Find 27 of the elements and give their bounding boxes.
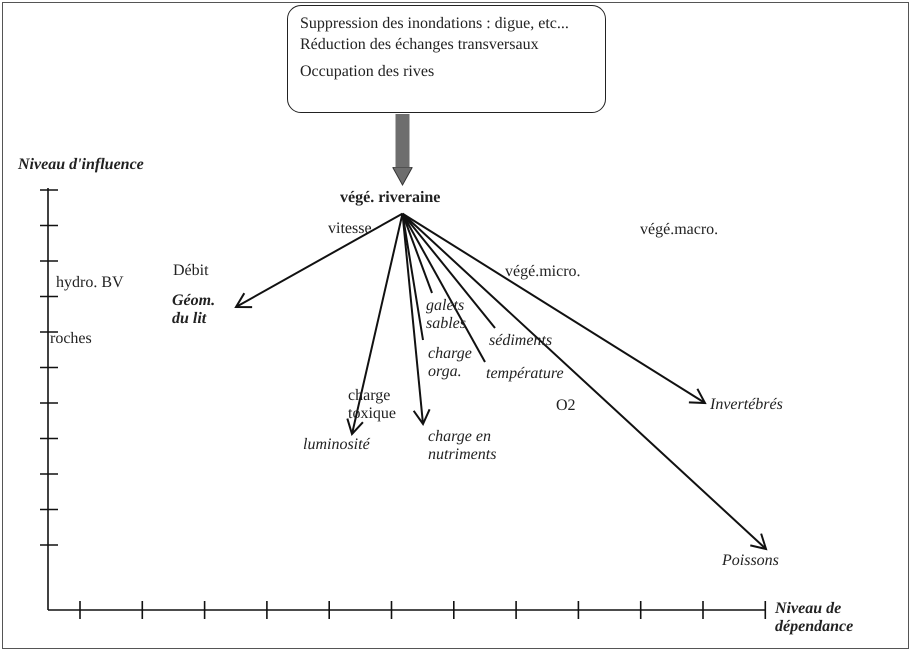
factor-label: hydro. BV xyxy=(56,274,124,292)
factor-label: roches xyxy=(50,330,92,348)
factor-label: O2 xyxy=(556,397,576,415)
factor-label: température xyxy=(486,365,581,383)
factor-label: vitesse xyxy=(328,220,372,238)
source-label: végé. riveraine xyxy=(340,189,465,207)
box-text: Suppression des inondations : digue, etc... xyxy=(300,15,570,33)
factor-label: Invertébrés xyxy=(710,396,810,414)
arrow xyxy=(235,212,403,308)
arrow xyxy=(402,212,706,404)
factor-label: végé.micro. xyxy=(505,263,581,281)
axis-title: Niveau de dépendance xyxy=(775,600,854,636)
box-text: Réduction des échanges transversaux xyxy=(300,36,540,54)
box-text: Occupation des rives xyxy=(300,63,436,81)
arrow xyxy=(346,213,404,435)
factor-label: luminosité xyxy=(303,436,398,454)
arrow xyxy=(392,114,413,186)
factor-label: Poissons xyxy=(722,552,802,570)
factor-label: Géom. du lit xyxy=(172,292,230,328)
factor-label: végé.macro. xyxy=(640,221,718,239)
factor-label: charge orga. xyxy=(428,345,482,380)
connector-line xyxy=(402,213,486,362)
factor-label: Débit xyxy=(173,262,209,280)
factor-label: charge en nutriments xyxy=(428,428,520,464)
axis-title: Niveau d'influence xyxy=(18,156,144,174)
rounded-box xyxy=(287,5,606,113)
arrow xyxy=(402,212,767,550)
